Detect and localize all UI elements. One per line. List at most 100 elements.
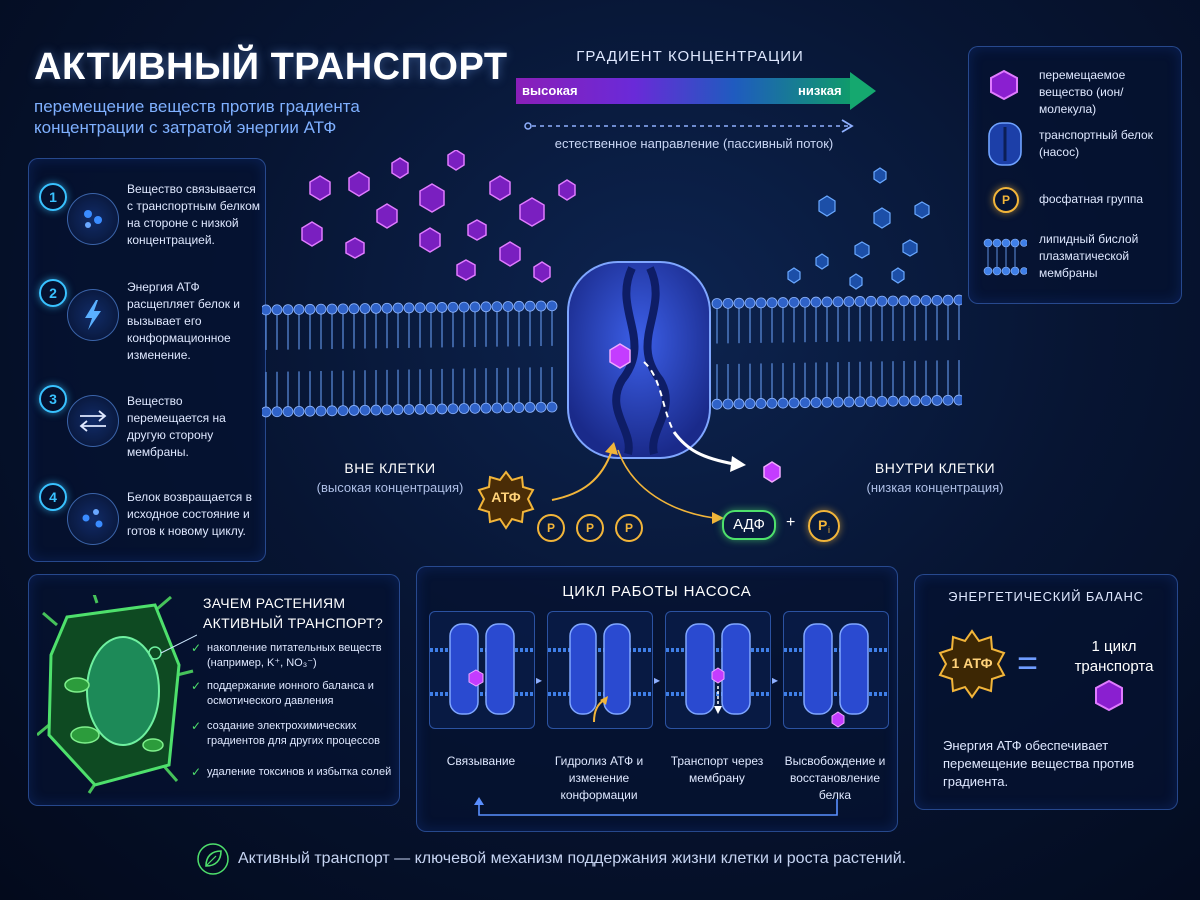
lipid-head xyxy=(744,398,756,410)
steps-panel: 1 Вещество связывается с транспортным бе… xyxy=(28,158,266,562)
atp-starburst-icon xyxy=(938,629,1006,699)
plants-title: ЗАЧЕМ РАСТЕНИЯМ АКТИВНЫЙ ТРАНСПОРТ? xyxy=(203,595,384,631)
plant-reason-3: ✓ создание электрохимических градиентов … xyxy=(191,719,397,749)
lipid-head xyxy=(821,396,833,408)
lipid-head xyxy=(359,404,371,416)
lipid-head xyxy=(755,297,767,309)
step-number: 1 xyxy=(39,183,67,211)
lipid-head xyxy=(865,396,877,407)
lipid-head xyxy=(469,402,481,414)
passive-flow-label: естественное направление (пассивный пото… xyxy=(554,136,834,151)
lipid-head xyxy=(304,303,316,315)
cycle-stage-hydrolysis xyxy=(547,611,653,729)
gradient-title: ГРАДИЕНТ КОНЦЕНТРАЦИИ xyxy=(576,48,804,65)
lipid-head xyxy=(898,295,910,307)
lipid-head xyxy=(821,296,833,308)
lipid-head xyxy=(414,403,426,415)
phosphate-group-icon: P xyxy=(993,187,1019,213)
gradient-arrowhead-icon xyxy=(850,72,876,110)
plant-reason-text: поддержание ионного баланса и осмотическ… xyxy=(207,680,374,707)
energy-description: Энергия АТФ обеспечивает перемещение вещ… xyxy=(943,738,1135,789)
outside-molecules xyxy=(301,150,576,283)
cycle-return-arrow-icon xyxy=(474,797,838,816)
gradient-low-label: низкая xyxy=(798,83,842,98)
cycle-stage-binding xyxy=(429,611,535,729)
lipid-head xyxy=(337,405,349,417)
lipid-head xyxy=(326,303,338,315)
lipid-head xyxy=(843,396,855,408)
step-text: Вещество перемещается на другую сторону … xyxy=(127,394,226,459)
lipid-head xyxy=(403,302,415,314)
lipid-head xyxy=(810,397,822,408)
lipid-bilayer-icon xyxy=(983,238,1027,276)
lipid-head xyxy=(722,297,734,309)
lipid-head xyxy=(262,406,272,418)
lipid-head xyxy=(898,395,910,407)
lipid-head xyxy=(876,295,888,307)
lipid-head xyxy=(447,301,459,313)
lipid-head xyxy=(788,296,800,308)
inside-cell-title: ВНУТРИ КЛЕТКИ xyxy=(874,460,996,476)
membrane-scene xyxy=(262,150,962,524)
lipid-head xyxy=(348,405,360,416)
leaf-icon xyxy=(197,843,229,875)
transport-protein-icon xyxy=(988,122,1022,166)
lipid-head xyxy=(491,301,503,313)
lipid-head xyxy=(931,395,943,406)
lipid-head xyxy=(458,301,470,313)
lipid-head xyxy=(348,303,360,315)
lipid-head xyxy=(788,397,800,409)
step-number: 4 xyxy=(39,483,67,511)
energy-title: ЭНЕРГЕТИЧЕСКИЙ БАЛАНС xyxy=(948,589,1144,604)
lipid-head xyxy=(469,301,481,313)
lipid-head xyxy=(711,398,723,410)
lipid-head xyxy=(535,401,547,413)
cycle-arrow-icon: ▸ xyxy=(536,673,543,687)
cycle-stage-label: Высвобождение и восстановление белка xyxy=(784,754,886,802)
lipid-head xyxy=(262,304,272,316)
exchange-arrows-icon xyxy=(67,395,119,447)
lipid-head xyxy=(282,304,294,316)
lipid-head xyxy=(733,297,745,309)
lipid-head xyxy=(909,395,921,407)
lipid-head xyxy=(711,298,723,309)
lipid-head xyxy=(744,297,756,309)
molecules-binding-icon xyxy=(67,193,119,245)
lipid-head xyxy=(502,301,514,312)
lipid-head xyxy=(513,402,525,413)
lipid-head xyxy=(381,302,393,314)
lipid-head xyxy=(524,300,536,312)
inorganic-phosphate: P i xyxy=(808,510,840,542)
lipid-head xyxy=(810,296,822,308)
atp-badge-icon xyxy=(477,470,535,530)
lipid-head xyxy=(392,404,404,416)
pump-cycle-panel: ЦИКЛ РАБОТЫ НАСОСА ▸ ▸ xyxy=(416,566,898,832)
page-title: АКТИВНЫЙ ТРАНСПОРТ xyxy=(34,46,508,88)
lipid-head xyxy=(315,405,327,417)
energy-balance-panel: ЭНЕРГЕТИЧЕСКИЙ БАЛАНС 1 АТФ = 1 цикл тра… xyxy=(914,574,1178,810)
lipid-head xyxy=(293,405,305,417)
lipid-head xyxy=(436,403,448,415)
check-icon: ✓ xyxy=(191,679,202,693)
plants-panel: ЗАЧЕМ РАСТЕНИЯМ АКТИВНЫЙ ТРАНСПОРТ? ✓ на… xyxy=(28,574,400,806)
lipid-head xyxy=(304,405,316,417)
legend-label-protein: транспортный белок (насос) xyxy=(1039,128,1153,159)
lipid-head xyxy=(854,396,866,408)
legend-label-phosphate: фосфатная группа xyxy=(1039,192,1144,206)
lipid-head xyxy=(942,294,954,306)
phosphate-1: P xyxy=(537,514,565,542)
lipid-head xyxy=(722,398,734,410)
passive-flow-arrow-icon xyxy=(524,119,854,133)
lipid-head xyxy=(447,403,459,415)
check-icon: ✓ xyxy=(191,765,202,779)
lipid-head xyxy=(865,295,877,307)
step-text: Вещество связывается с транспортным белк… xyxy=(127,182,261,247)
step-text: Белок возвращается в исходное состояние … xyxy=(127,490,252,538)
lipid-head xyxy=(755,398,767,409)
pump-release-icon xyxy=(784,623,888,728)
lipid-head xyxy=(887,295,899,307)
plant-reason-1: ✓ накопление питательных веществ (наприм… xyxy=(191,641,397,671)
transport-protein xyxy=(567,261,711,459)
lightning-icon xyxy=(67,289,119,341)
legend-label-bilayer: липидный бислой плазматической мембраны xyxy=(1039,232,1139,280)
